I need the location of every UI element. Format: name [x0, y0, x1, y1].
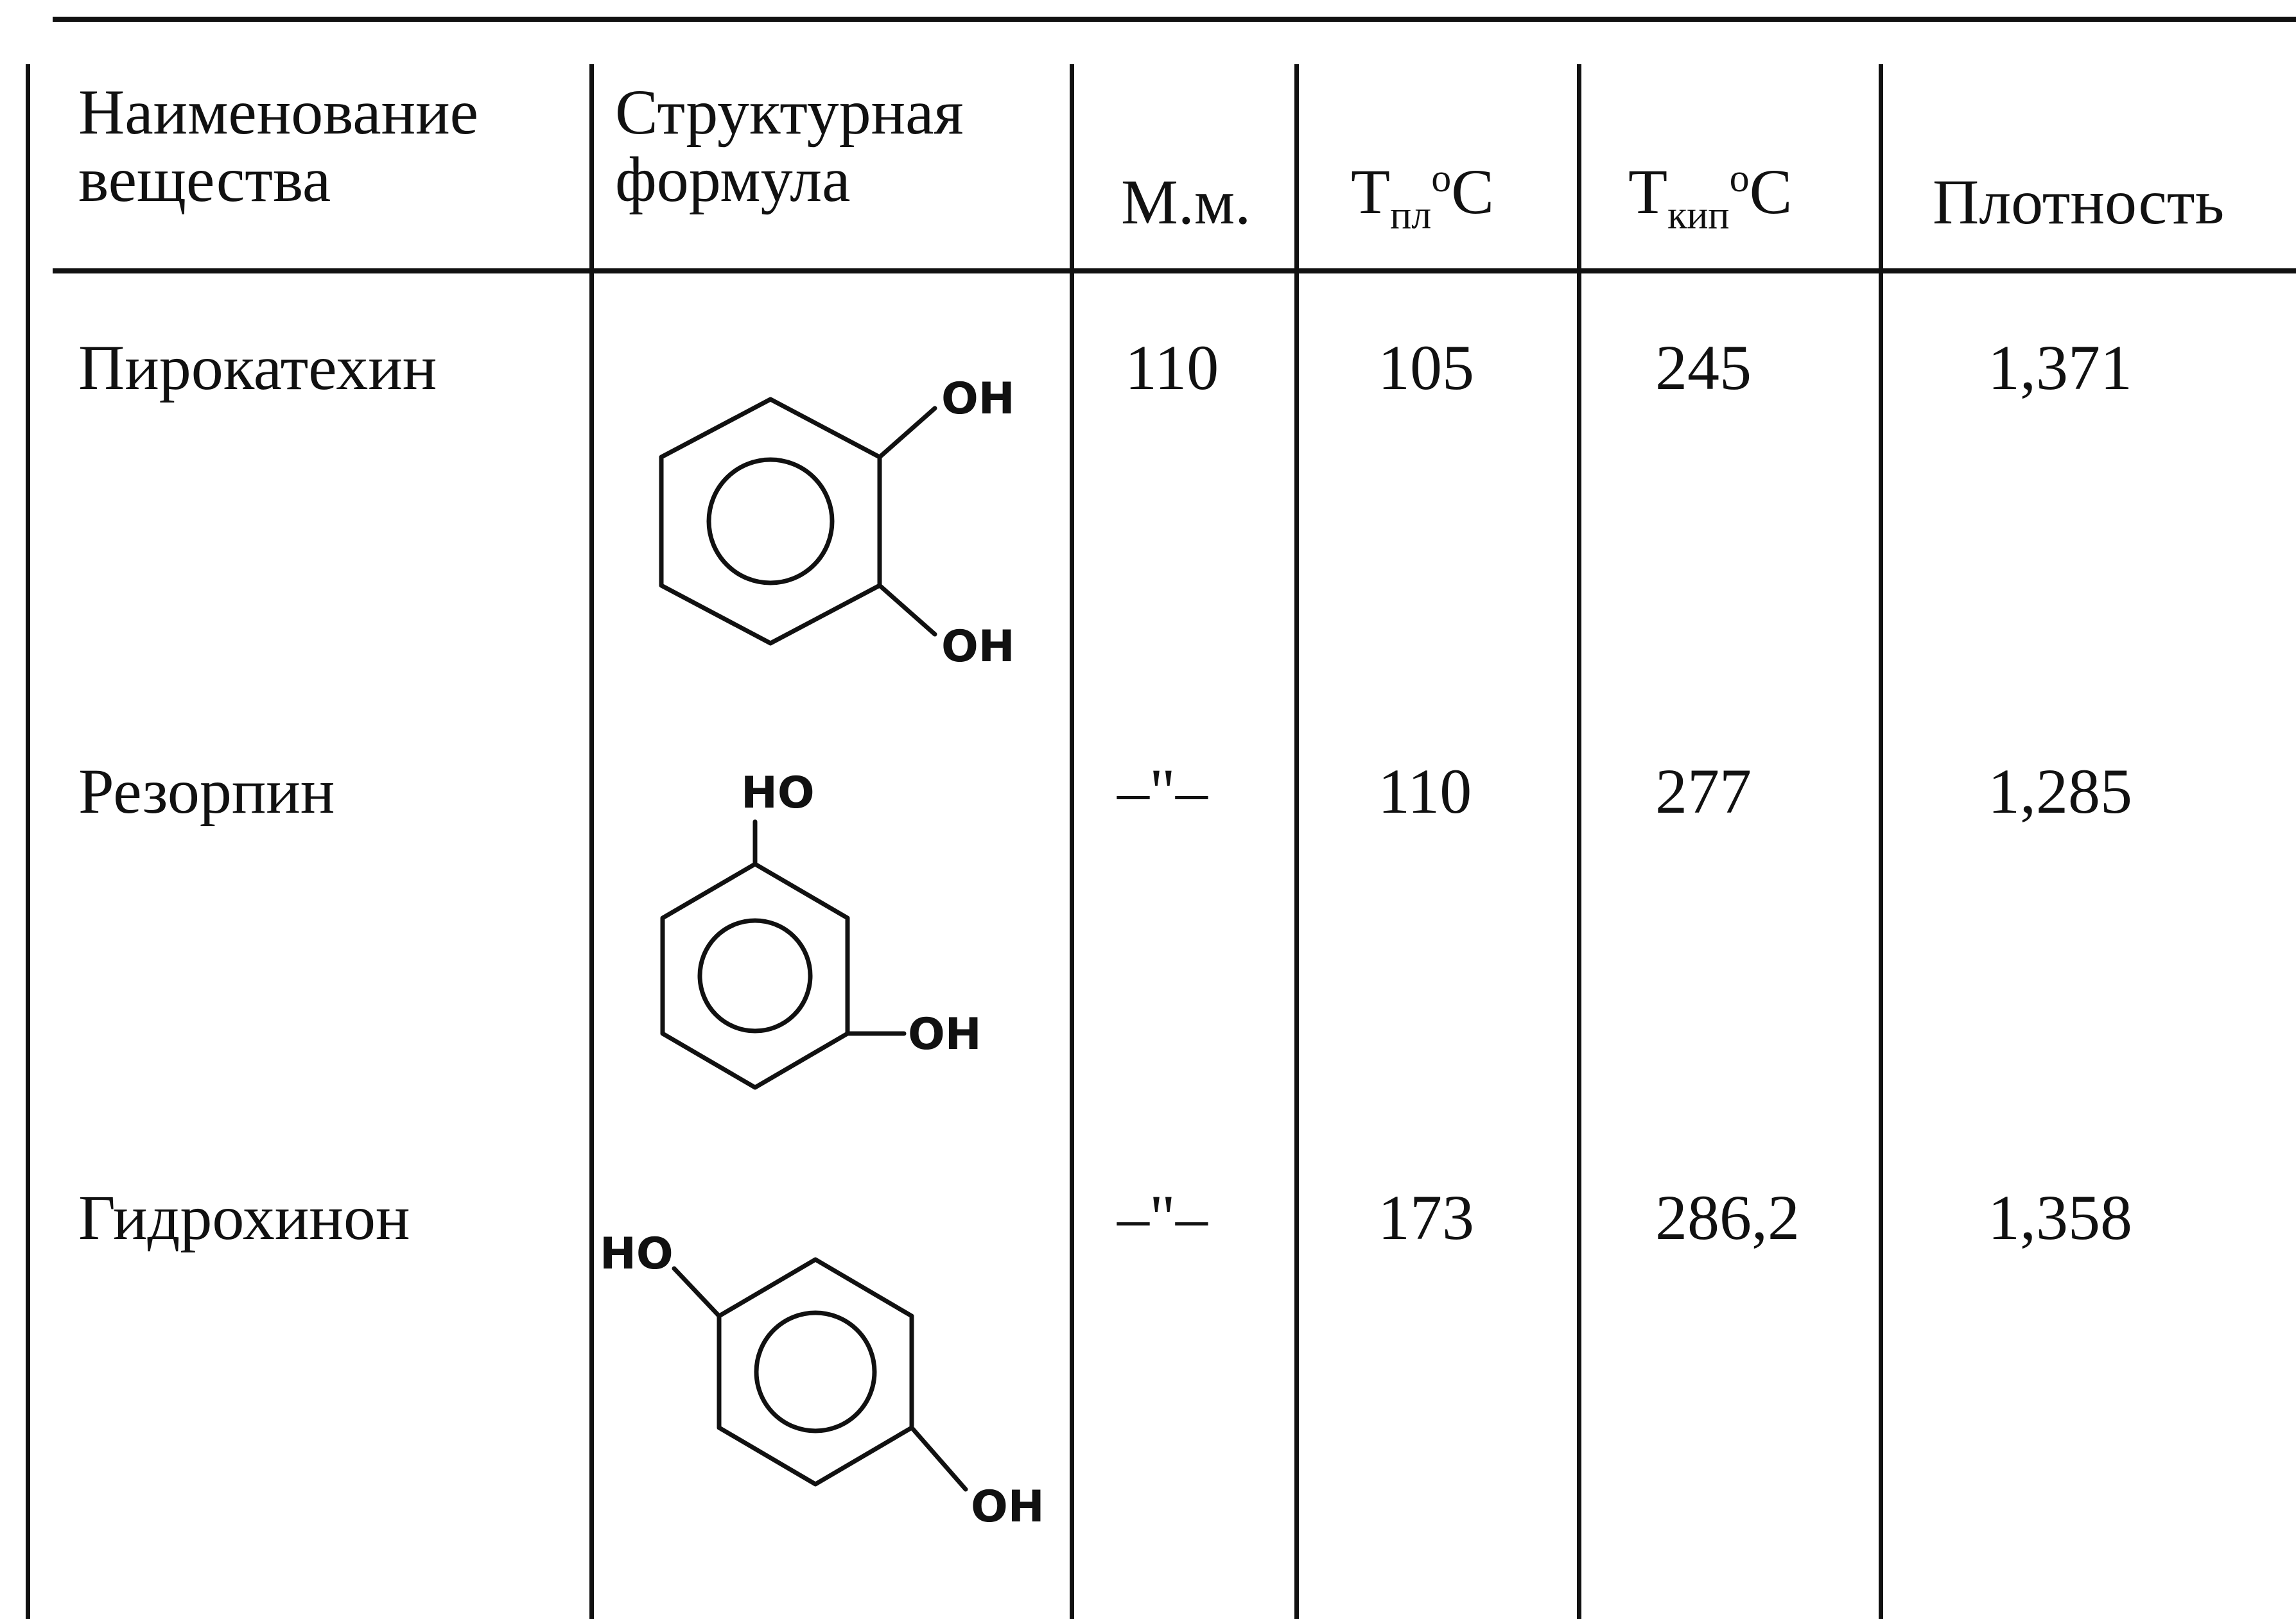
- column-rule: [26, 64, 30, 1619]
- ho-label-top: HO: [741, 768, 815, 818]
- row-1-boiling-point: 245: [1655, 332, 1752, 403]
- row-2-boiling-point: 277: [1655, 756, 1752, 827]
- row-1-density: 1,371: [1988, 332, 2132, 403]
- bond-bottom: [877, 583, 937, 637]
- oh-label-bottom: OH: [941, 621, 1015, 672]
- hydroquinone-structure: HO OH: [600, 1229, 1045, 1532]
- bond-bottom: [909, 1425, 968, 1492]
- column-rule: [1070, 64, 1074, 1619]
- header-name: Наименование вещества: [78, 78, 478, 213]
- aromatic-circle: [754, 1310, 877, 1433]
- benzene-ring: [659, 397, 882, 646]
- oh-label-right: OH: [908, 1009, 982, 1060]
- benzene-ring: [717, 1257, 914, 1487]
- column-rule: [1879, 64, 1883, 1619]
- header-formula-line2: формула: [615, 144, 851, 215]
- row-1-melting-point: 105: [1378, 332, 1474, 403]
- aromatic-circle: [697, 918, 813, 1034]
- header-rule: [53, 268, 2296, 273]
- column-rule: [1577, 64, 1581, 1619]
- benzene-ring: [660, 861, 850, 1090]
- row-3-melting-point: 173: [1378, 1182, 1474, 1253]
- column-rule: [589, 64, 594, 1619]
- row-3-name: Гидрохинон: [78, 1182, 410, 1253]
- column-rule: [1294, 64, 1299, 1619]
- header-name-line2: вещества: [78, 144, 331, 215]
- header-molar-mass: М.м.: [1121, 166, 1251, 238]
- row-2-density: 1,285: [1988, 756, 2132, 827]
- row-2-molar-mass: –"–: [1117, 756, 1208, 827]
- bond-top: [877, 406, 937, 460]
- catechol-structure: OH OH: [659, 374, 1015, 672]
- row-3-molar-mass: –"–: [1117, 1182, 1208, 1253]
- row-2-melting-point: 110: [1378, 756, 1472, 827]
- row-3-density: 1,358: [1988, 1182, 2132, 1253]
- header-melting-point: ТплоС: [1351, 156, 1494, 238]
- resorcinol-structure: HO OH: [660, 768, 982, 1090]
- header-formula: Структурная формула: [615, 78, 964, 213]
- oh-label-bottom: OH: [971, 1482, 1045, 1532]
- header-name-line1: Наименование: [78, 76, 478, 148]
- bond-top: [672, 1266, 722, 1319]
- row-3-boiling-point: 286,2: [1655, 1182, 1800, 1253]
- top-rule: [53, 17, 2296, 22]
- oh-label-top: OH: [941, 374, 1015, 424]
- row-1-name: Пирокатехин: [78, 332, 437, 403]
- row-2-name: Резорпин: [78, 756, 335, 827]
- header-boiling-point: ТкипоС: [1628, 156, 1793, 238]
- header-density: Плотность: [1933, 166, 2225, 238]
- header-formula-line1: Структурная: [615, 76, 964, 148]
- row-1-molar-mass: 110: [1125, 332, 1219, 403]
- aromatic-circle: [706, 457, 835, 585]
- ho-label-top: HO: [600, 1229, 674, 1279]
